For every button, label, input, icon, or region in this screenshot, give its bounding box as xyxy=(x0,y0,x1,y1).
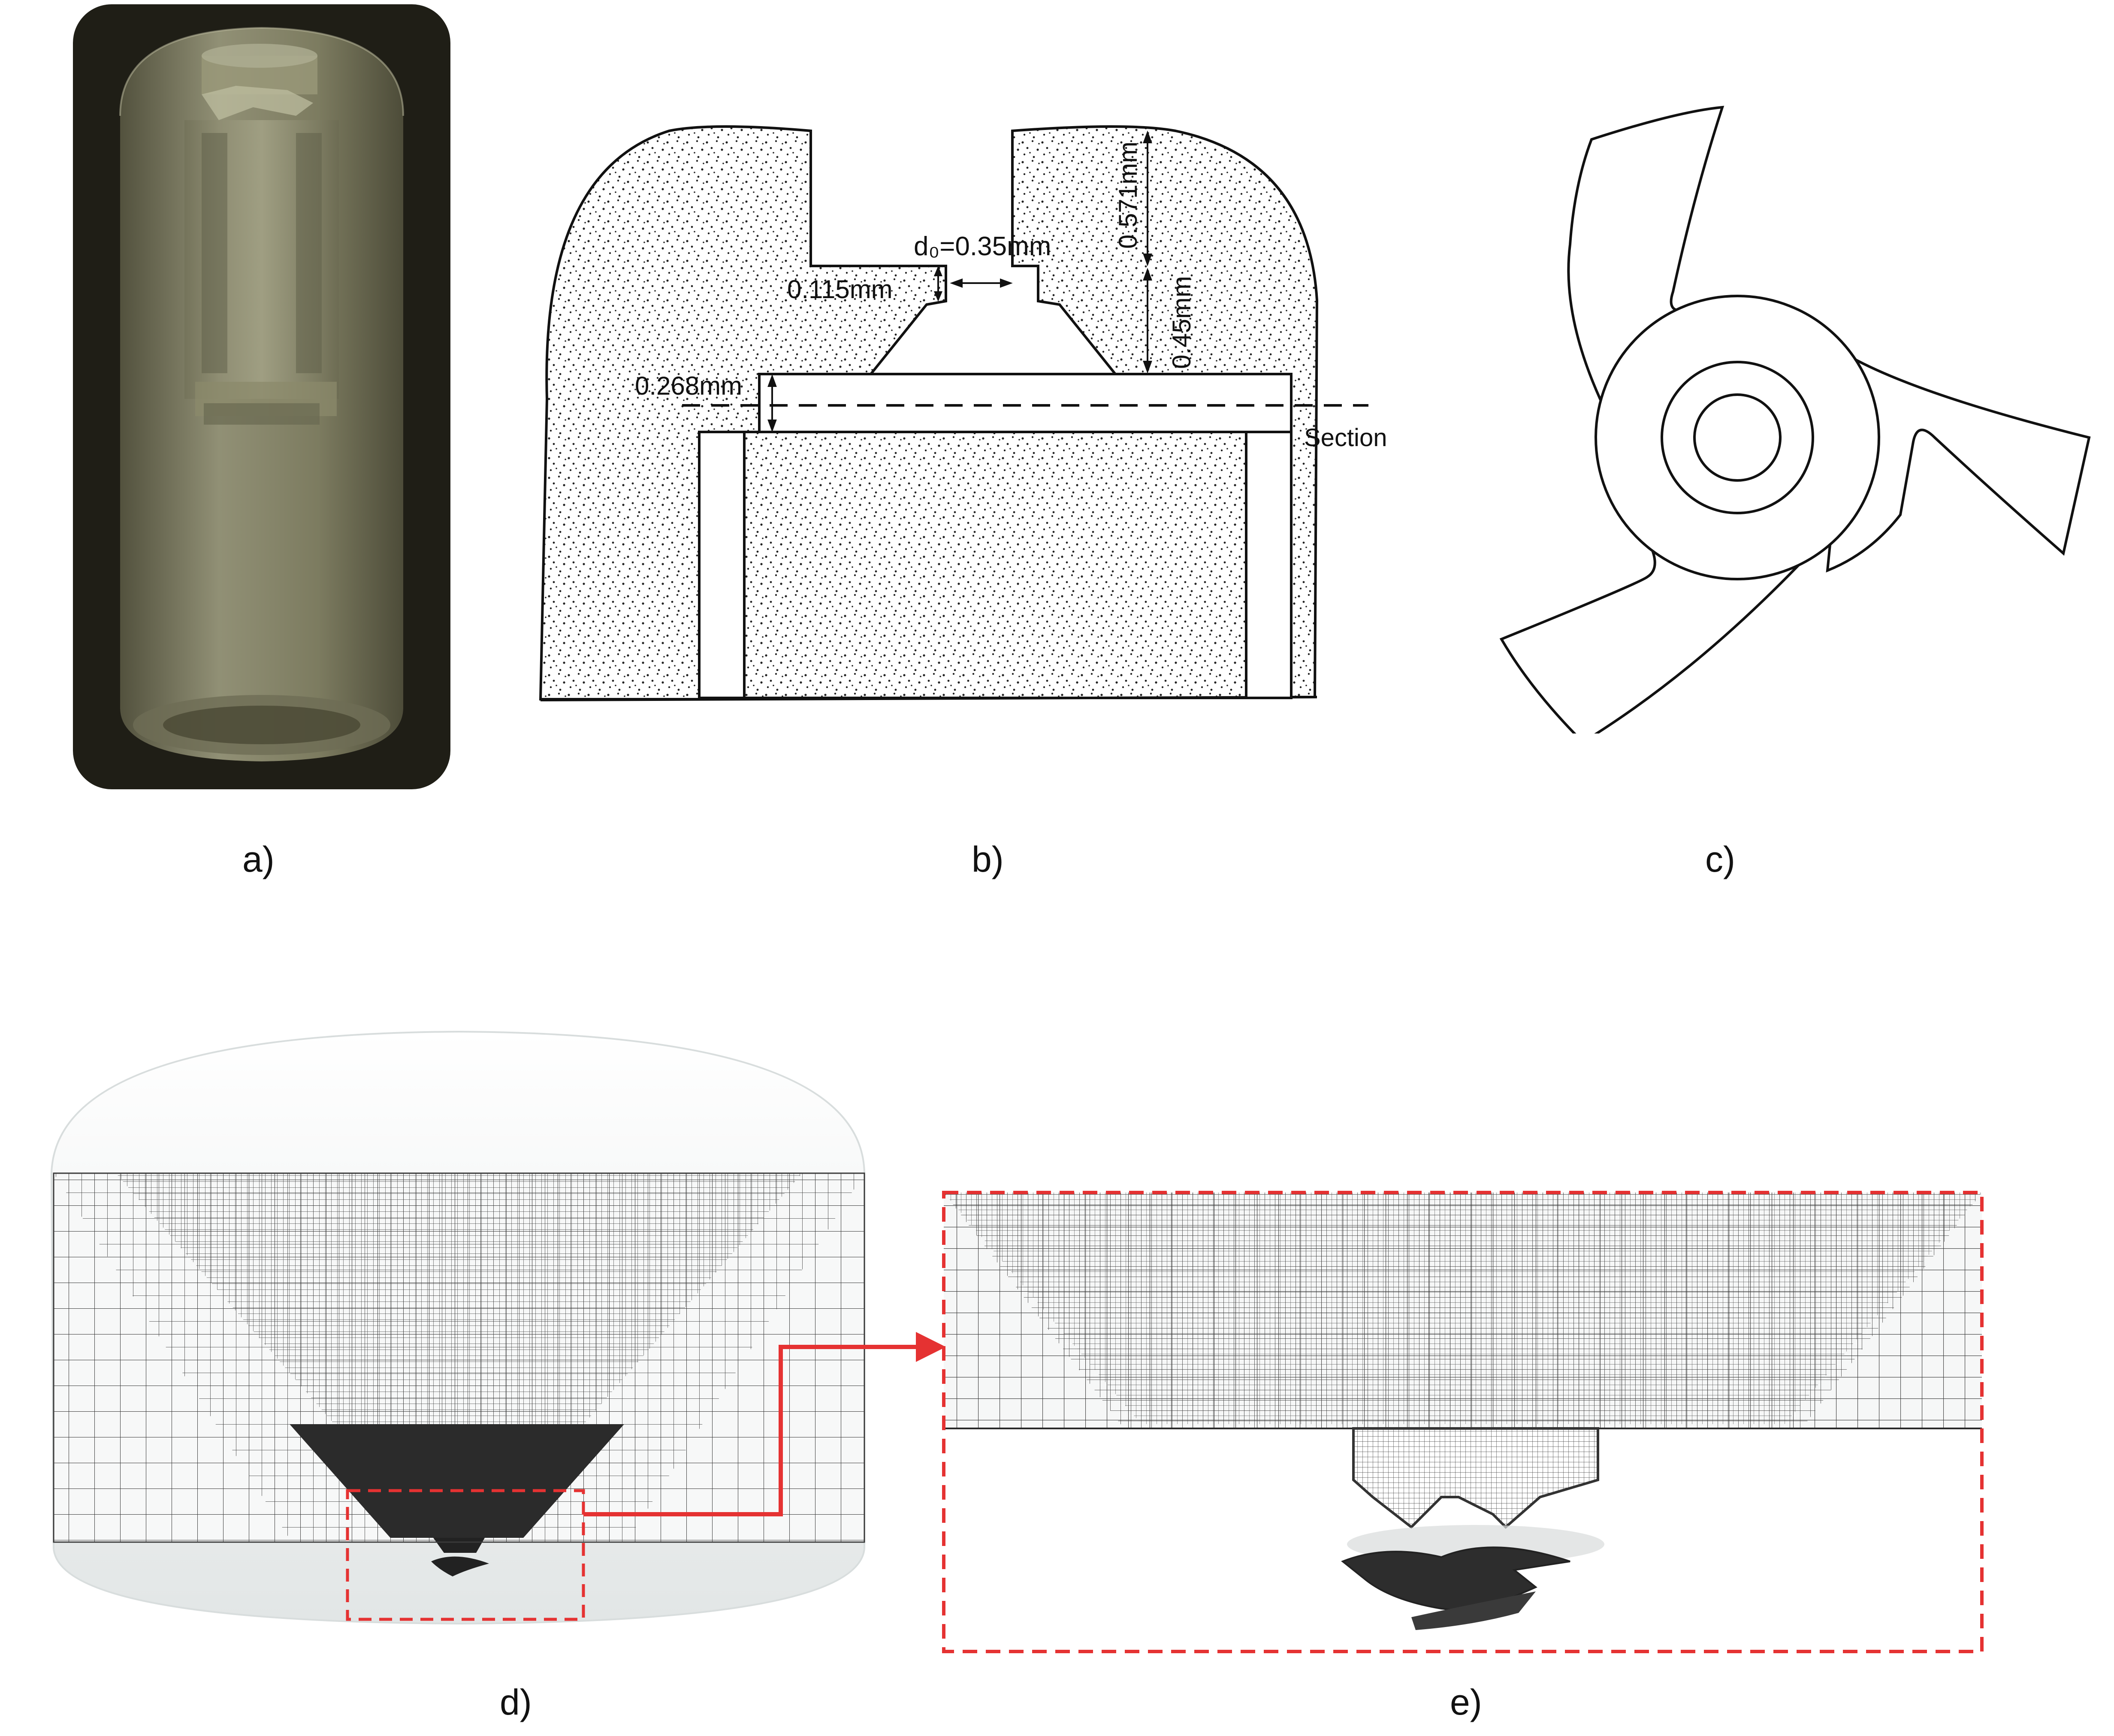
caption-e: e) xyxy=(1450,1682,1482,1722)
caption-c: c) xyxy=(1705,839,1735,879)
caption-d: d) xyxy=(500,1682,532,1722)
section-label: Section xyxy=(1304,424,1387,452)
dim-0571-label: 0.571mm xyxy=(1114,142,1142,249)
nozzle-render-panel xyxy=(73,4,450,789)
caption-b: b) xyxy=(972,839,1004,879)
fine-mesh-cone xyxy=(944,1193,1982,1424)
nozzle-cross-section: d₀=0.35mm 0.571mm 0.115mm 0.45mm 0.268mm… xyxy=(539,125,1387,701)
nozzle-body-right xyxy=(1011,125,1319,698)
zoom-connector-arrow xyxy=(583,1332,946,1516)
nozzle-body xyxy=(539,125,947,700)
dim-045-label: 0.45mm xyxy=(1167,276,1196,369)
caption-a: a) xyxy=(242,839,275,879)
dim-0115-label: 0.115mm xyxy=(787,275,893,304)
dense-refinement-zone xyxy=(290,1424,624,1538)
zoom-frame xyxy=(942,1191,1984,1653)
zoom-box xyxy=(346,1489,585,1621)
mesh-overview-panel xyxy=(50,1030,865,1625)
swirl-chamber-inner xyxy=(1693,393,1782,482)
swirl-insert-section xyxy=(1499,106,2091,734)
dim-0268-label: 0.268mm xyxy=(635,371,742,400)
swirl-blade-right xyxy=(1826,354,2091,573)
mesh-zoom-panel xyxy=(942,1191,1984,1653)
nozzle-outline-mesh xyxy=(1352,1427,1599,1529)
orifice-diameter-label: d₀=0.35mm xyxy=(914,232,1051,261)
swirl-blade-bottom xyxy=(1499,530,1805,734)
